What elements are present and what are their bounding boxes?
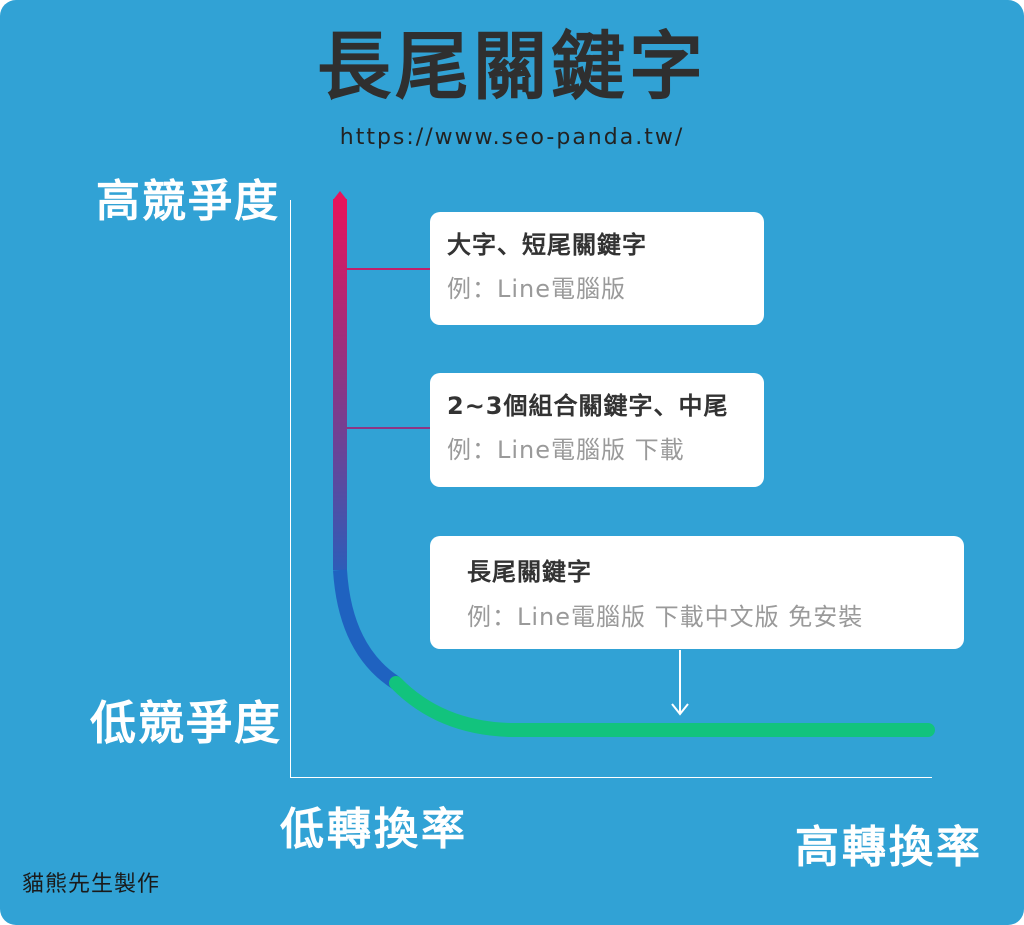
high-conversion-label: 高轉換率	[795, 822, 983, 873]
source-url: https://www.seo-panda.tw/	[339, 125, 685, 150]
mid-tail-keyword-card: 2~3個組合關鍵字、中尾 例：Line電腦版 下載	[430, 373, 764, 487]
short-tail-keyword-card: 大字、短尾關鍵字 例：Line電腦版	[430, 212, 764, 325]
curve-tip-marker	[333, 191, 347, 200]
x-axis-line	[290, 777, 932, 778]
low-conversion-label: 低轉換率	[280, 804, 468, 855]
card-example: 例：Line電腦版	[447, 275, 627, 303]
card-title: 長尾關鍵字	[467, 558, 592, 586]
card-example: 例：Line電腦版 下載中文版 免安裝	[467, 603, 864, 631]
high-competition-label: 高競爭度	[96, 176, 280, 227]
card-title: 2~3個組合關鍵字、中尾	[447, 392, 729, 420]
y-axis-line	[290, 200, 291, 778]
down-arrow-icon	[671, 650, 689, 716]
low-competition-label: 低競爭度	[90, 696, 282, 750]
curve-green-segment	[389, 676, 935, 737]
card-title: 大字、短尾關鍵字	[447, 231, 647, 259]
card-example: 例：Line電腦版 下載	[447, 436, 685, 464]
diagram-title: 長尾關鍵字	[317, 24, 707, 110]
credit-text: 貓熊先生製作	[22, 872, 161, 897]
curve-bend-segment	[333, 569, 400, 689]
long-tail-keyword-card: 長尾關鍵字 例：Line電腦版 下載中文版 免安裝	[430, 536, 964, 649]
